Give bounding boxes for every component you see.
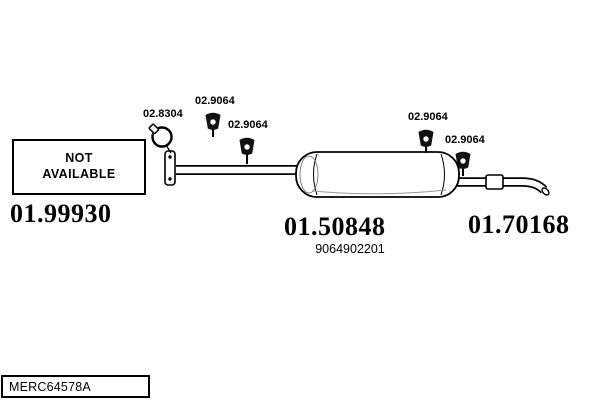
not-available-line1: NOT: [65, 151, 93, 166]
rubber-hanger-icon: [205, 112, 221, 137]
oem-reference-number: 9064902201: [315, 242, 385, 256]
silencer-body-drawing: [295, 151, 460, 198]
rubber-hanger-icon: [418, 129, 434, 153]
part-label-front-hanger-lower: 02.9064: [228, 119, 268, 131]
catalog-code: MERC64578A: [9, 379, 91, 394]
part-label-rear-hanger-upper: 02.9064: [408, 111, 448, 123]
part-label-clamp: 02.8304: [143, 108, 183, 120]
not-available-line2: AVAILABLE: [42, 167, 116, 181]
catalog-code-box: MERC64578A: [1, 375, 150, 398]
part-label-rear-hanger-lower: 02.9064: [445, 134, 485, 146]
part-label-front-hanger-upper: 02.9064: [195, 95, 235, 107]
part-number-middle-silencer: 01.50848: [284, 212, 386, 241]
clamp-icon: [148, 123, 173, 154]
rubber-hanger-icon: [239, 137, 255, 164]
pipe-flange-drawing: [164, 150, 176, 186]
not-available-box: NOT AVAILABLE: [12, 139, 146, 195]
part-number-front-section: 01.99930: [10, 199, 112, 228]
tail-pipe-coupler-drawing: [485, 174, 550, 196]
rubber-hanger-icon: [455, 151, 471, 176]
part-number-rear-pipe: 01.70168: [468, 210, 570, 239]
